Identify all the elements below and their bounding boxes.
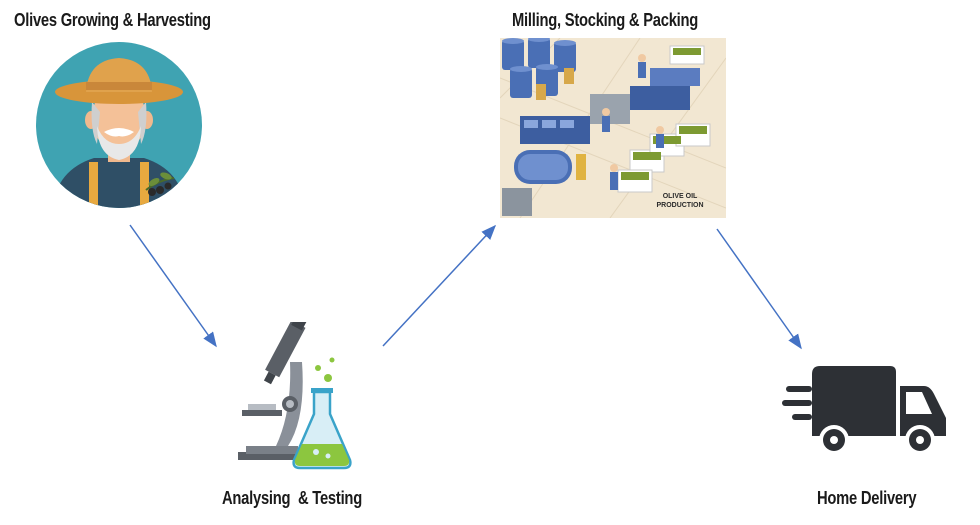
stage-label-analysing: Analysing & Testing [222,488,362,508]
arrow-analysing-to-milling [382,224,497,347]
stage-label-delivery: Home Delivery [817,488,917,508]
image-caption-line-2: PRODUCTION [656,202,703,209]
arrow-growing-to-analysing [129,224,217,348]
microscope-flask-icon [238,322,352,470]
olive-oil-factory-icon: OLIVE OIL PRODUCTION [500,38,726,218]
image-caption-line-1: OLIVE OIL [663,193,698,200]
stage-label-milling: Milling, Stocking & Packing [512,10,699,30]
stage-label-growing: Olives Growing & Harvesting [14,10,211,30]
arrow-milling-to-delivery [716,228,802,350]
delivery-truck-icon [782,366,946,455]
farmer-icon [36,42,202,208]
